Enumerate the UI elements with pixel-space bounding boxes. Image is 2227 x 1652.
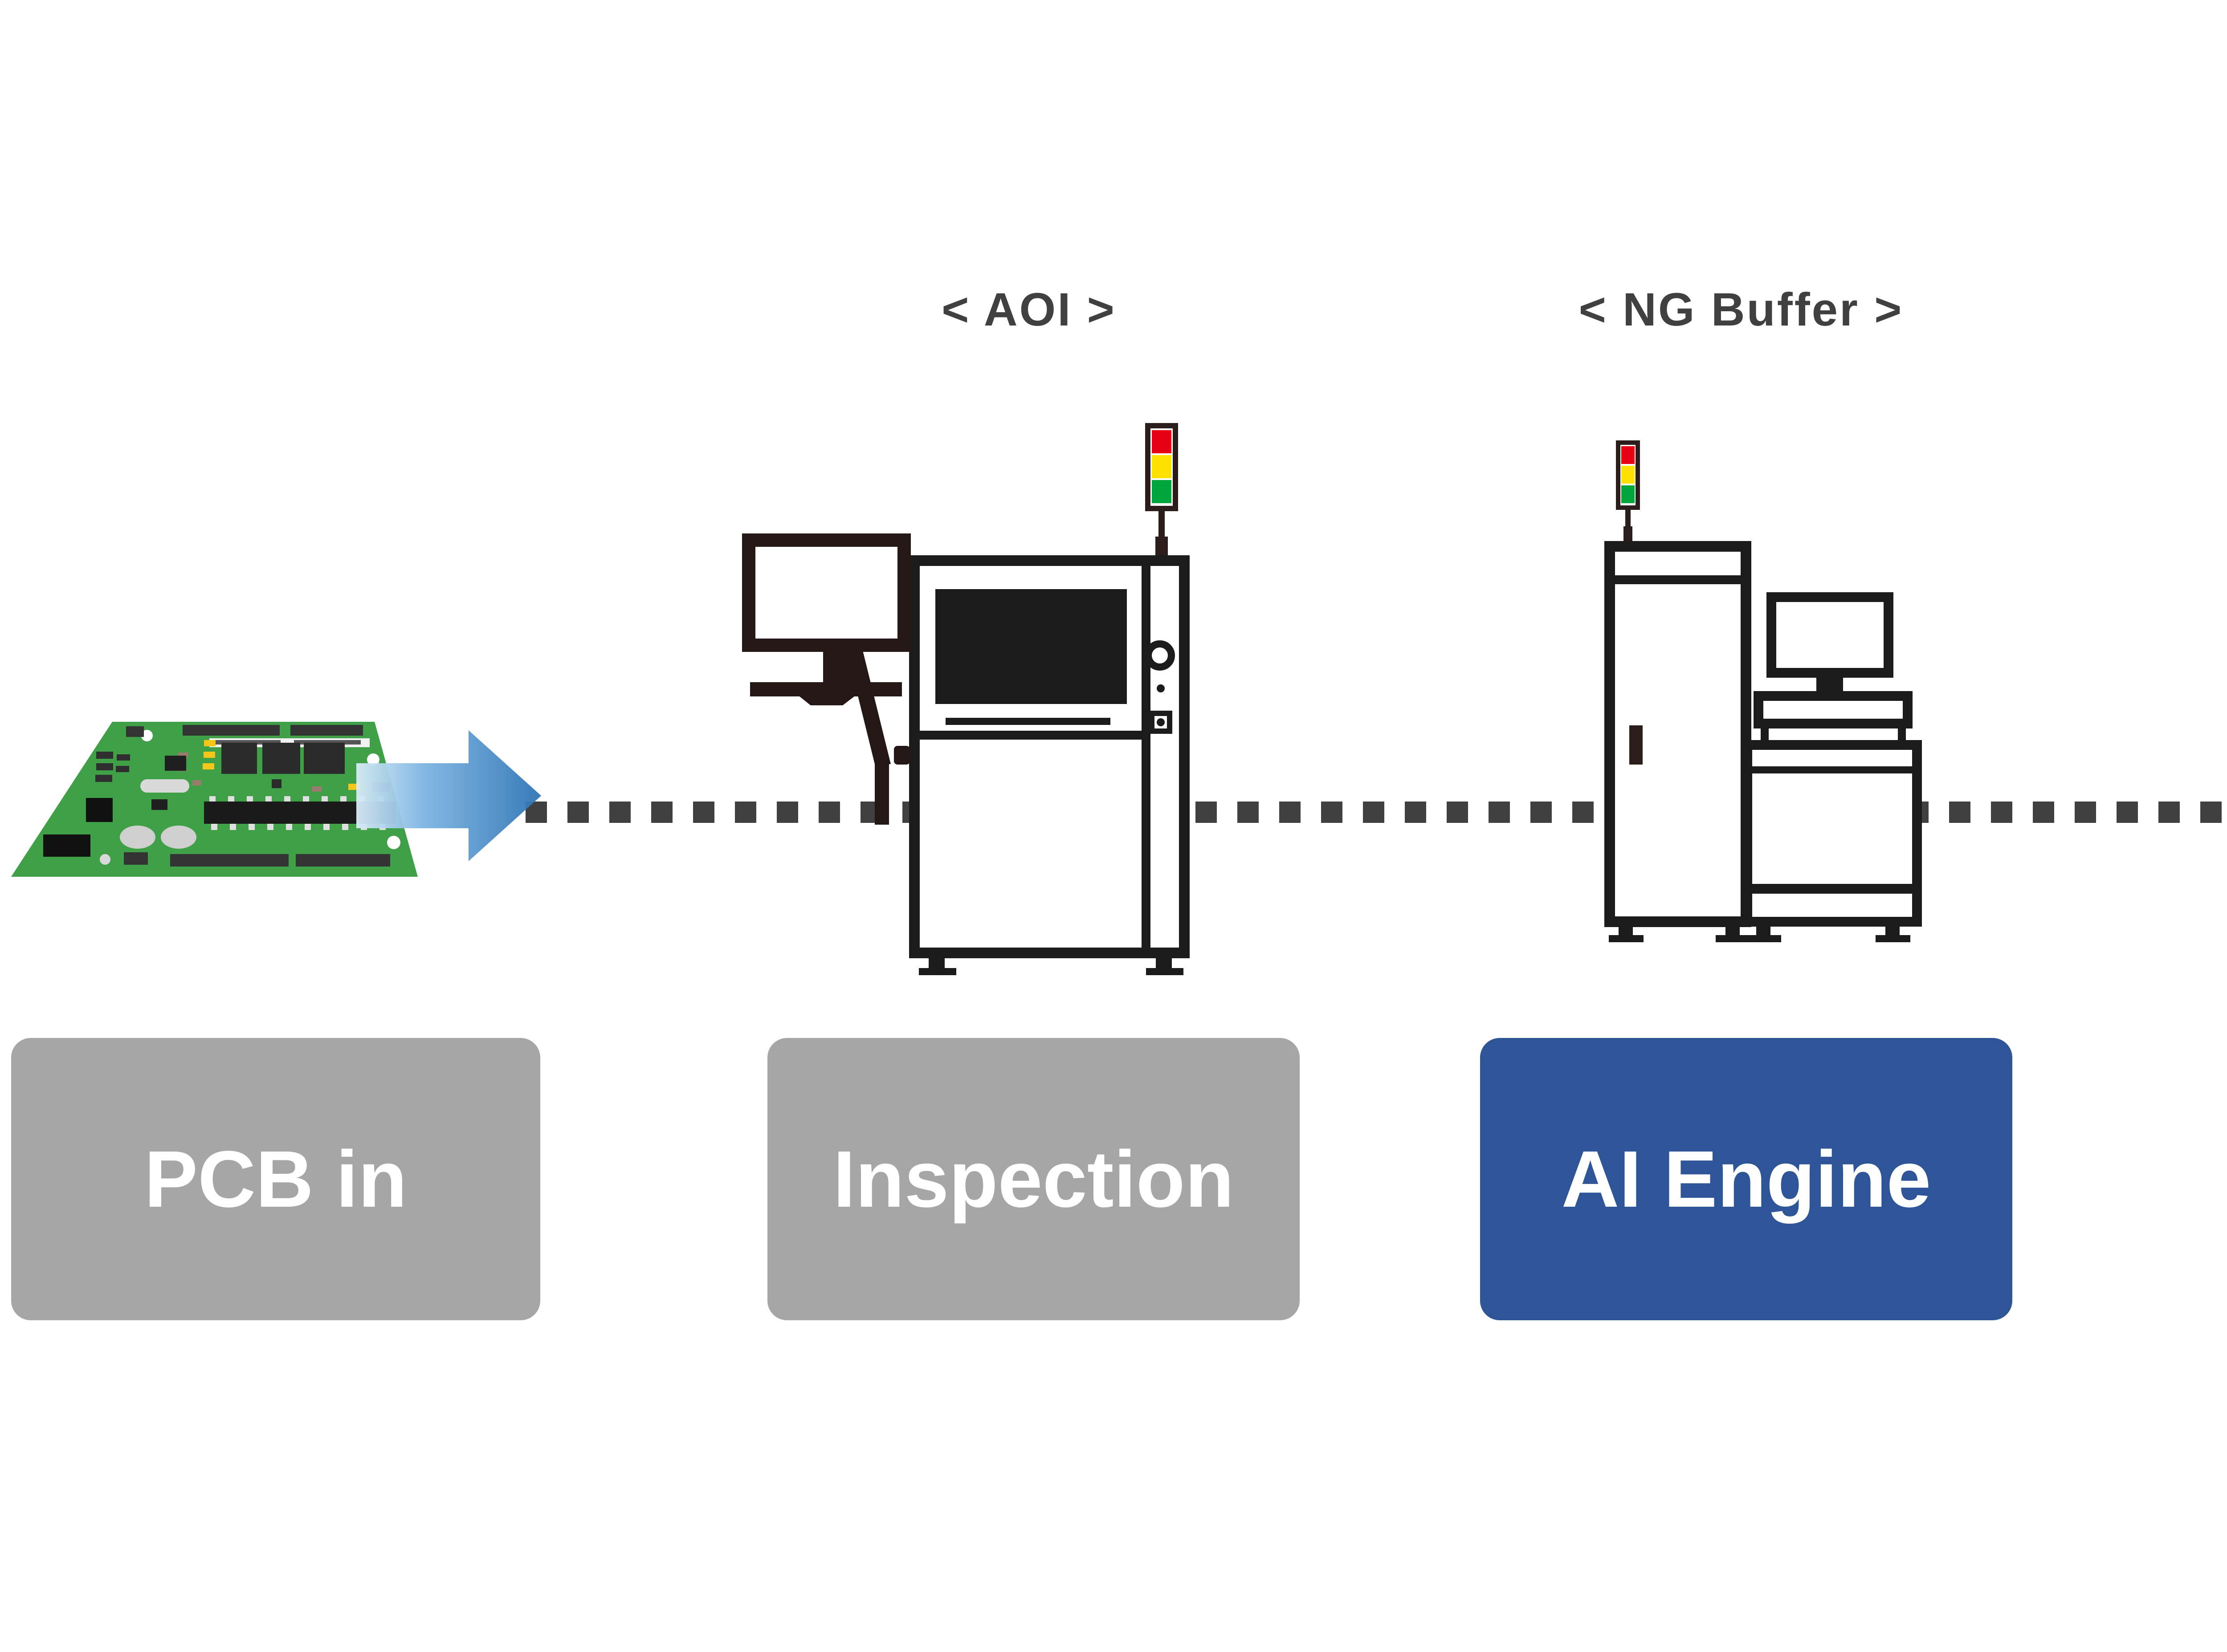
signal-tower-icon xyxy=(1616,440,1640,549)
step-ai-engine: AI Engine xyxy=(1480,1038,2012,1320)
signal-tower-icon xyxy=(1145,423,1178,563)
side-monitor xyxy=(742,533,911,652)
aoi-inspection-machine-icon xyxy=(742,423,1190,975)
machine-screen xyxy=(935,589,1127,704)
step-inspection-label: Inspection xyxy=(833,1134,1234,1224)
step-pcb-in-label: PCB in xyxy=(144,1134,407,1224)
ng-buffer-machine-icon xyxy=(1604,440,1922,942)
cabinet-handle xyxy=(1629,725,1643,765)
machine-button xyxy=(1145,640,1175,671)
step-pcb-in: PCB in xyxy=(11,1038,540,1320)
blue-flow-arrow-icon xyxy=(356,730,541,861)
aoi-section-label: < AOI > xyxy=(942,284,1116,336)
step-inspection: Inspection xyxy=(767,1038,1300,1320)
desk-monitor xyxy=(1766,592,1893,678)
pcb-board-icon xyxy=(11,722,418,877)
step-ai-engine-label: AI Engine xyxy=(1561,1134,1931,1224)
ng-buffer-section-label: < NG Buffer > xyxy=(1578,284,1904,336)
